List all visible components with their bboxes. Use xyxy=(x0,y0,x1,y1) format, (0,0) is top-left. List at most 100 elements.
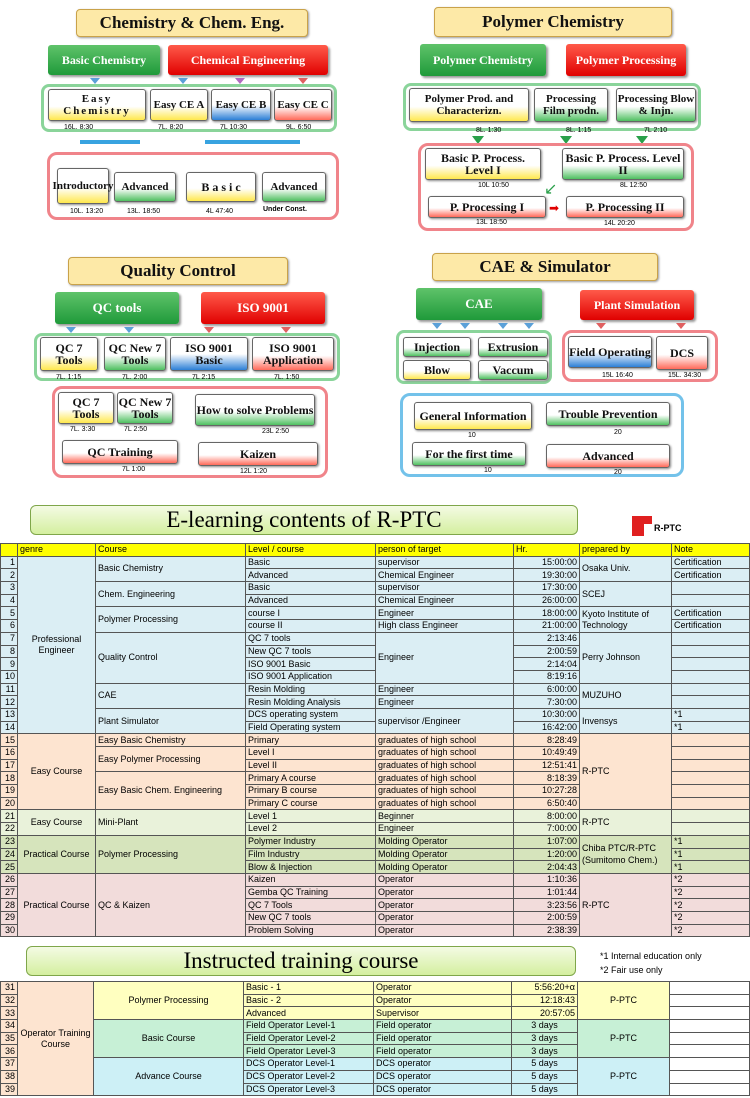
hr: 6:00:00 xyxy=(513,682,580,697)
lbl-trouble: 20 xyxy=(614,429,622,436)
hr: 2:00:59 xyxy=(513,910,580,925)
level: DCS Operator Level-3 xyxy=(243,1082,374,1097)
polymer-prod-box[interactable]: Polymer Prod. and Characterizn. xyxy=(409,88,529,122)
level: Field Operating system xyxy=(245,720,376,735)
hr: 2:13:46 xyxy=(513,631,580,646)
hr: 12:51:41 xyxy=(513,758,580,773)
level: Polymer Industry xyxy=(245,834,376,849)
note: *1 xyxy=(671,720,750,735)
easy-ce-a-box[interactable]: Easy CE A xyxy=(150,89,208,121)
row-num: 36 xyxy=(0,1044,18,1059)
level: Level 2 xyxy=(245,822,376,836)
row-num: 16 xyxy=(0,746,18,760)
instructed-table: 31 Operator Training Course Polymer Proc… xyxy=(0,980,750,1097)
level: course II xyxy=(245,619,376,633)
level: Level 1 xyxy=(245,809,376,824)
th-hr: Hr. xyxy=(513,543,580,557)
extrusion-box[interactable]: Extrusion xyxy=(478,337,548,357)
arrow-icon xyxy=(636,136,648,144)
level: course I xyxy=(245,606,376,621)
chem-title: Chemistry & Chem. Eng. xyxy=(76,9,308,37)
level: Blow & Injection xyxy=(245,860,376,874)
row-num: 23 xyxy=(0,834,18,849)
arrow-icon xyxy=(235,78,245,84)
level: Problem Solving xyxy=(245,923,376,938)
iso-application-box[interactable]: ISO 9001 Application xyxy=(252,337,334,371)
advanced-cae-box[interactable]: Advanced xyxy=(546,444,670,468)
hr: 5 days xyxy=(511,1069,578,1084)
arrow-icon xyxy=(596,323,606,329)
hr: 8:28:49 xyxy=(513,733,580,747)
easy-ce-b-box[interactable]: Easy CE B xyxy=(211,89,271,121)
row-num: 1 xyxy=(0,555,18,570)
general-info-box[interactable]: General Information xyxy=(414,402,532,430)
row-num: 15 xyxy=(0,733,18,747)
target: Chemical Engineer xyxy=(375,593,514,608)
basic-p-process-1-box[interactable]: Basic P. Process. Level I xyxy=(425,148,541,180)
elearning-table: genre Course Level / course person of ta… xyxy=(0,543,750,938)
th-level: Level / course xyxy=(245,543,376,557)
level: Primary B course xyxy=(245,784,376,798)
row-num: 22 xyxy=(0,822,18,836)
iso-basic-box[interactable]: ISO 9001 Basic xyxy=(170,337,248,371)
level: Advanced xyxy=(245,568,376,583)
row-num: 17 xyxy=(0,758,18,773)
advanced-ce-box[interactable]: Advanced xyxy=(262,172,326,202)
course-basic: Basic Course xyxy=(93,1019,244,1059)
processing-blow-box[interactable]: Processing Blow & Injn. xyxy=(616,88,696,122)
prep-chiba: Chiba PTC/R-PTC (Sumitomo Chem.) xyxy=(579,834,672,874)
target: DCS operator xyxy=(373,1082,512,1097)
level: ISO 9001 Application xyxy=(245,669,376,684)
level: Advanced xyxy=(243,1006,374,1021)
target: Operator xyxy=(375,910,514,925)
target: DCS operator xyxy=(373,1069,512,1084)
target: Operator xyxy=(373,981,512,995)
row-num: 33 xyxy=(0,1006,18,1021)
hr: 2:38:39 xyxy=(513,923,580,938)
course-easy-poly: Easy Polymer Processing xyxy=(95,745,246,773)
qc-new-7-tools-box[interactable]: QC New 7 Tools xyxy=(104,337,166,371)
field-operating-box[interactable]: Field Operating xyxy=(568,336,652,368)
polymer-processing-tag: Polymer Processing xyxy=(566,44,686,76)
easy-chemistry-box[interactable]: Easy Chemistry xyxy=(48,89,146,121)
qc-7-tools-b-box[interactable]: QC 7 Tools xyxy=(58,392,114,424)
target-engineer: Engineer xyxy=(375,631,514,684)
dcs-box[interactable]: DCS xyxy=(656,336,708,370)
note xyxy=(669,1057,750,1071)
kaizen-box[interactable]: Kaizen xyxy=(198,442,318,466)
row-num: 26 xyxy=(0,872,18,887)
p-processing-2-box[interactable]: P. Processing II xyxy=(566,196,684,218)
qc-7-tools-box[interactable]: QC 7 Tools xyxy=(40,337,98,371)
note xyxy=(671,581,750,595)
easy-ce-c-box[interactable]: Easy CE C xyxy=(274,89,332,121)
prep-osaka: Osaka Univ. xyxy=(579,555,672,583)
blow-box[interactable]: Blow xyxy=(403,360,471,380)
basic-chemistry-tag: Basic Chemistry xyxy=(48,45,160,75)
chem-easy-group xyxy=(41,84,337,132)
how-to-solve-box[interactable]: How to solve Problems xyxy=(195,394,315,426)
qc-training-box[interactable]: QC Training xyxy=(62,440,178,464)
injection-box[interactable]: Injection xyxy=(403,337,471,357)
introductory-box[interactable]: Introductory xyxy=(53,168,113,204)
processing-film-box[interactable]: Processing Film prodn. xyxy=(534,88,608,122)
hr: 10:27:28 xyxy=(513,784,580,798)
trouble-prevention-box[interactable]: Trouble Prevention xyxy=(546,402,670,426)
note xyxy=(669,1082,750,1097)
qc-new-7-tools-b-box[interactable]: QC New 7 Tools xyxy=(117,392,173,424)
row-num: 25 xyxy=(0,860,18,874)
plant-simulation-tag: Plant Simulation xyxy=(580,290,694,320)
level: Primary xyxy=(245,733,376,747)
basic-p-process-2-box[interactable]: Basic P. Process. Level II xyxy=(562,148,684,180)
vaccum-box[interactable]: Vaccum xyxy=(478,360,548,380)
first-time-box[interactable]: For the first time xyxy=(412,442,526,466)
polymer-chemistry-tag: Polymer Chemistry xyxy=(420,44,546,76)
note xyxy=(671,644,750,659)
level: ISO 9001 Basic xyxy=(245,657,376,671)
advanced-chem-box[interactable]: Advanced xyxy=(114,172,176,202)
p-processing-1-box[interactable]: P. Processing I xyxy=(428,196,546,218)
basic-ce-box[interactable]: B a s i c xyxy=(186,172,256,202)
lbl-qc7: 7L. 1:15 xyxy=(56,374,82,381)
hr: 8:18:39 xyxy=(513,771,580,786)
note xyxy=(669,1069,750,1084)
level: New QC 7 tools xyxy=(245,910,376,925)
